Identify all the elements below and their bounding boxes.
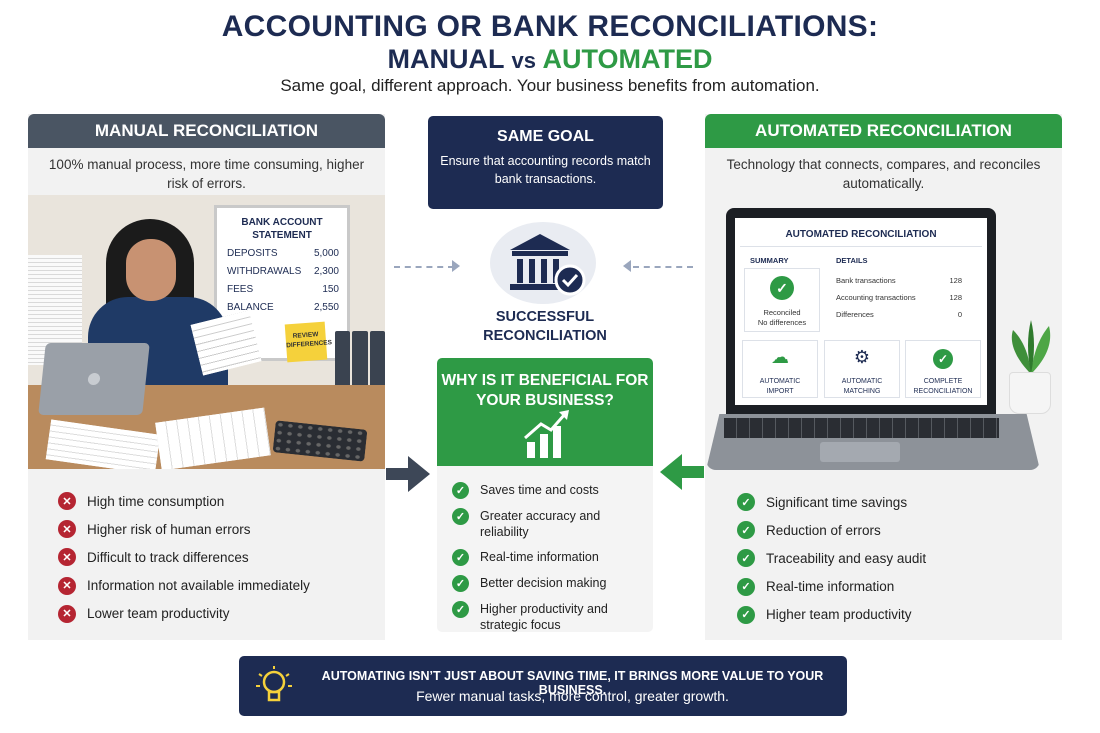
check-icon: ✓ [737,577,755,596]
same-goal-box: SAME GOAL Ensure that accounting records… [428,116,663,209]
list-item: ✓Significant time savings [737,488,926,516]
check-icon: ✓ [737,493,755,512]
main-title-line2: MANUAL vs AUTOMATED [0,44,1100,75]
summary-label: SUMMARY [750,256,789,265]
summary-text: Reconciled No differences [757,308,807,327]
bank-icon-badge [490,222,596,304]
screen-title: AUTOMATED RECONCILIATION [785,229,937,240]
subtitle: Same goal, different approach. Your busi… [280,76,820,95]
why-title: WHY IS IT BENEFICIAL FOR YOUR BUSINESS? [441,372,649,409]
statement-row: WITHDRAWALS 2,300 [227,266,339,277]
details-row: Differences 0 [836,310,962,319]
x-icon: ✕ [58,492,76,511]
growth-chart-icon [524,410,569,458]
check-icon: ✓ [452,549,469,566]
why-box-header [437,358,653,466]
x-icon: ✕ [58,576,76,595]
title-vs-word: vs [511,48,536,73]
list-item: ✓Better decision making [452,575,648,592]
list-item: ✕Lower team productivity [58,600,310,628]
summary-card [744,268,820,332]
screen-divider [740,246,982,247]
statement-row: BALANCE 2,550 [227,302,339,313]
manual-laptop [38,343,150,415]
list-item: ✓Real-time information [737,573,926,601]
list-item: ✕High time consumption [58,487,310,515]
check-icon: ✓ [452,575,469,592]
automated-heading: AUTOMATED RECONCILIATION [705,114,1062,148]
manual-drawbacks-list: ✕High time consumption ✕Higher risk of h… [58,487,310,628]
laptop-screen [735,218,987,405]
title-manual-word: MANUAL [387,44,505,74]
banner-headline: AUTOMATING ISN’T JUST ABOUT SAVING TIME,… [321,669,824,697]
list-item: ✕Information not available immediately [58,572,310,600]
x-icon: ✕ [58,548,76,567]
tile-automatic-import: ☁ AUTOMATIC IMPORT [742,340,818,398]
list-item: ✓Higher productivity and strategic focus [452,601,648,633]
tile-automatic-matching: ⚙ AUTOMATIC MATCHING [824,340,900,398]
manual-description: 100% manual process, more time consuming… [48,157,365,191]
list-item: ✕Higher risk of human errors [58,515,310,543]
statement-row: FEES 150 [227,284,339,295]
list-item: ✓Reduction of errors [737,516,926,544]
tile-complete-reconciliation: ✓ COMPLETE RECONCILIATION [905,340,981,398]
arrow-right-icon [386,456,430,492]
laptop-keyboard [724,418,999,438]
statement-row: DEPOSITS 5,000 [227,248,339,259]
main-title: ACCOUNTING OR BANK RECONCILIATIONS: [221,10,879,43]
check-icon: ✓ [737,605,755,624]
plant-icon [1011,320,1051,374]
list-item: ✓Greater accuracy and reliability [452,508,648,540]
person-face [126,239,176,301]
plant-pot [1009,372,1051,414]
dashed-arrow-left [394,266,454,268]
manual-heading: MANUAL RECONCILIATION [28,114,385,148]
list-item: ✕Difficult to track differences [58,543,310,571]
sticky-note: REVIEW DIFFERENCES [284,321,332,363]
laptop-trackpad [820,442,900,462]
x-icon: ✕ [58,604,76,623]
bank-icon [510,234,586,296]
bottom-banner [239,656,847,716]
details-label: DETAILS [836,256,868,265]
bank-statement-board: BANK ACCOUNT STATEMENT DEPOSITS 5,000 WI… [214,205,350,361]
automated-benefits-list: ✓Significant time savings ✓Reduction of … [737,488,926,629]
banner-subline: Fewer manual tasks, more control, greate… [416,688,729,704]
check-circle-icon: ✓ [906,347,980,369]
list-item: ✓Traceability and easy audit [737,544,926,572]
list-item: ✓Higher team productivity [737,601,926,629]
dashed-arrowhead-right [623,260,631,272]
successful-reconciliation-label: SUCCESSFUL RECONCILIATION [483,309,607,344]
title-automated-word: AUTOMATED [542,44,713,74]
check-icon: ✓ [452,482,469,499]
check-icon: ✓ [737,521,755,540]
cloud-download-icon: ☁ [771,347,789,367]
check-icon: ✓ [737,549,755,568]
benefits-list: ✓Saves time and costs ✓Greater accuracy … [452,482,648,642]
list-item: ✓Saves time and costs [452,482,648,499]
check-icon: ✓ [770,276,794,300]
why-box-body [437,466,653,632]
list-item: ✓Real-time information [452,549,648,566]
automated-description: Technology that connects, compares, and … [726,157,1041,191]
same-goal-title: SAME GOAL [497,128,594,145]
arrow-left-icon [660,454,704,490]
same-goal-text: Ensure that accounting records match ban… [440,154,651,186]
dashed-arrowhead-left [452,260,460,272]
check-icon: ✓ [452,508,469,525]
lightbulb-icon [256,666,292,702]
check-icon: ✓ [452,601,469,618]
gear-icon: ⚙ [853,347,871,367]
dashed-arrow-right [633,266,693,268]
x-icon: ✕ [58,520,76,539]
statement-title: BANK ACCOUNT STATEMENT [241,217,323,241]
details-row: Accounting transactions 128 [836,293,962,302]
details-row: Bank transactions 128 [836,276,962,285]
manual-office-illustration: BANK ACCOUNT STATEMENT DEPOSITS 5,000 WI… [28,195,385,469]
